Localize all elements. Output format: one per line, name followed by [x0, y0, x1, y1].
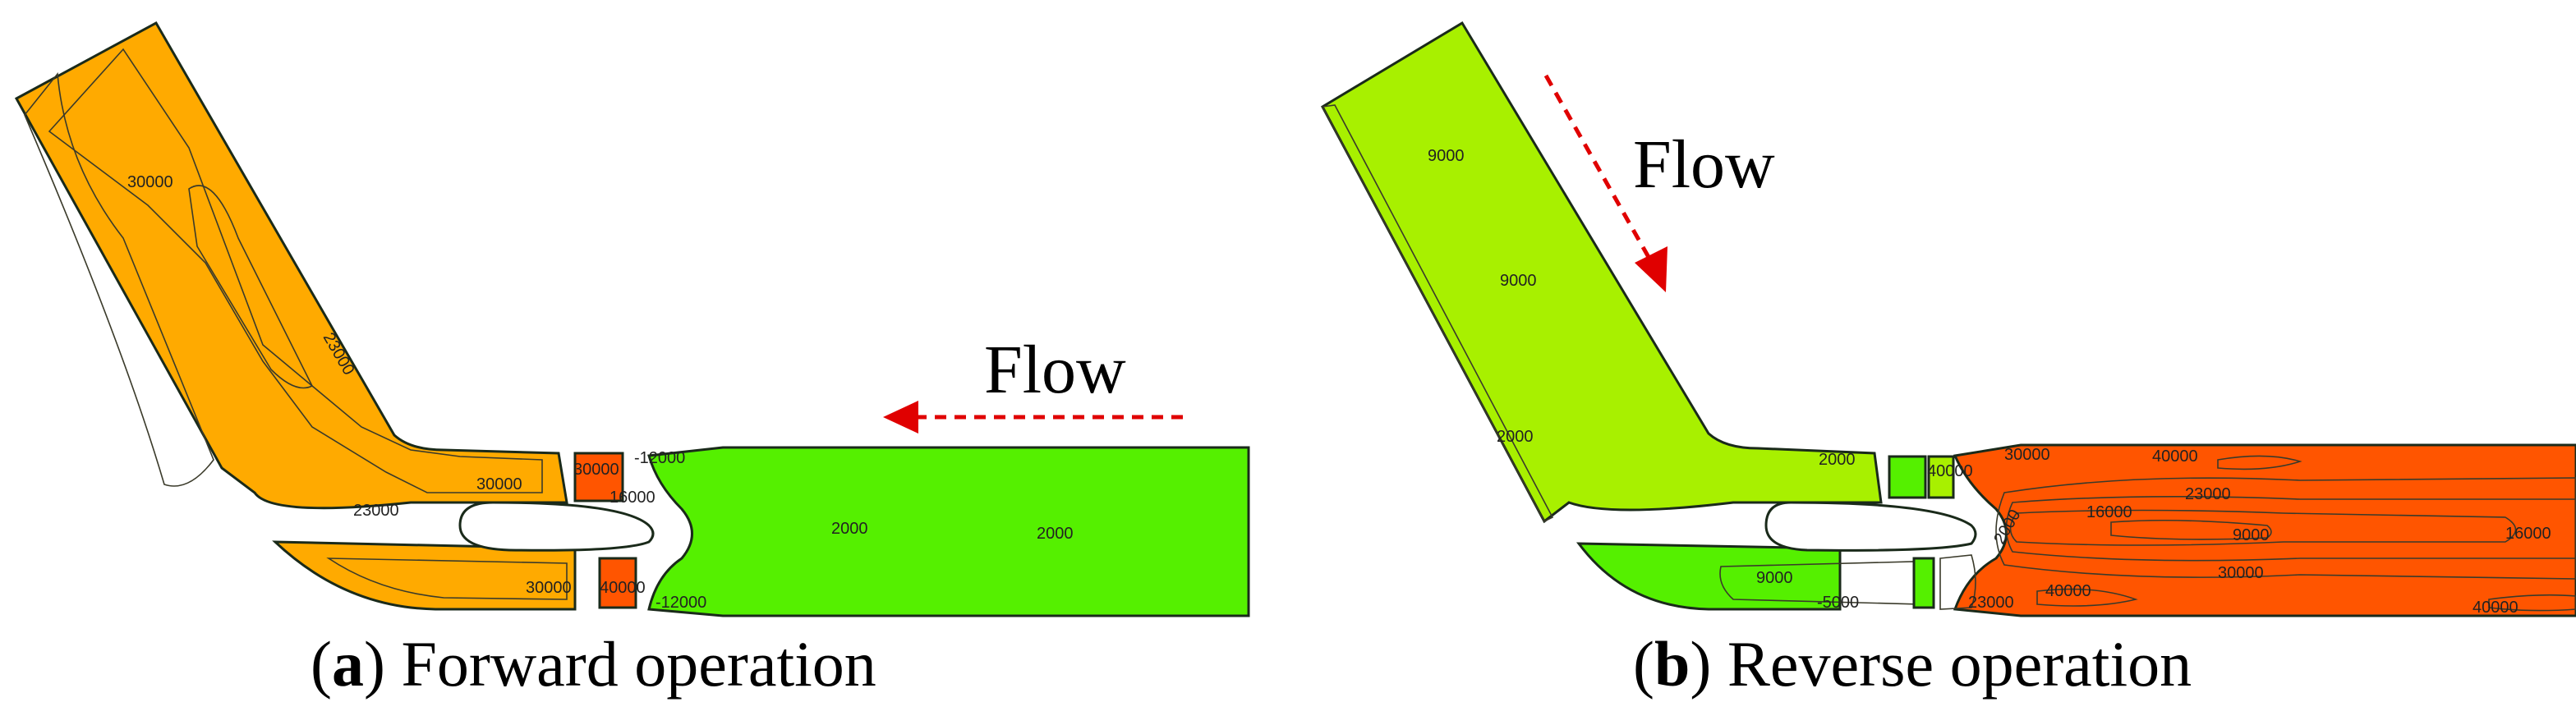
a-contour-label: 30000 [127, 173, 173, 191]
a-flow-label: Flow [984, 332, 1126, 408]
a-contour-label: 30000 [476, 475, 522, 493]
b-hub [1764, 501, 1977, 552]
a-runner-block-bottom [598, 557, 637, 609]
b-runner-block-mid [1927, 455, 1955, 499]
b-contour-label: 16000 [2505, 525, 2551, 543]
b-flow-label: Flow [1633, 126, 1775, 203]
caption-b-text: Reverse operation [1711, 628, 2192, 700]
b-contour-label: 9000 [1428, 147, 1465, 165]
b-contour-label: 30000 [2004, 446, 2050, 464]
b-contour-label: 40000 [1927, 462, 1973, 480]
a-hub [458, 501, 655, 552]
panel-a: Flow 30000 23000 30000 23000 30000 16000… [14, 21, 1250, 617]
a-flow-arrowhead [883, 401, 918, 434]
a-lower-core [326, 558, 568, 600]
a-contour-label: -12000 [656, 594, 706, 612]
b-contour-label: -5000 [1817, 594, 1859, 612]
b-inlet-arm [1321, 21, 1883, 524]
b-band-green [2009, 509, 2517, 546]
a-contour-label: 23000 [353, 502, 399, 520]
b-contour-label: 9000 [2233, 526, 2270, 544]
b-band-orange [1995, 477, 2576, 580]
b-contour-label: 9000 [1756, 569, 1793, 587]
b-band-core [2110, 519, 2272, 540]
a-contour-label: 16000 [610, 489, 656, 507]
b-contour-label: 2000 [1819, 451, 1856, 469]
b-lower-channel [1576, 542, 1842, 611]
b-red-spot-bottom [2036, 588, 2138, 607]
b-flow-arrow [1543, 74, 1652, 260]
b-band-yellow [2005, 496, 2576, 562]
panel-b: Flow 9000 9000 2000 2000 40000 30000 400… [1321, 21, 2576, 617]
caption-a-letter: a [331, 628, 364, 700]
a-inlet-arm [14, 21, 568, 510]
b-contour-label: 40000 [2472, 599, 2518, 617]
caption-b: (b) Reverse operation [1633, 628, 2192, 700]
b-contour-label: 40000 [2152, 447, 2198, 466]
b-contour-label: 30000 [2218, 564, 2264, 582]
b-arm-edge [1321, 104, 1554, 523]
b-draft-tube [1953, 443, 2576, 617]
caption-b-letter: b [1654, 628, 1690, 700]
a-contour-label: 40000 [600, 579, 646, 597]
a-contour-label: 30000 [573, 461, 619, 479]
b-lower-core [1719, 561, 1923, 605]
a-contour-label: 30000 [526, 579, 572, 597]
a-arm-edge-band [24, 71, 214, 487]
a-contour-label: 2000 [1037, 525, 1074, 543]
a-arm-core [48, 48, 543, 493]
b-contour-label: 40000 [2045, 582, 2091, 600]
b-flow-arrowhead [1635, 246, 1668, 292]
b-runner-block-top [1888, 455, 1927, 499]
b-runner-block-bottom [1912, 557, 1935, 609]
b-red-spot-hub [1939, 554, 1976, 610]
b-contour-label: 23000 [1968, 594, 2014, 612]
b-contour-label: 2000 [1497, 428, 1534, 446]
a-contour-label: -12000 [634, 449, 685, 467]
b-contour-label: 16000 [2086, 503, 2132, 521]
caption-a-text: Forward operation [384, 628, 876, 700]
b-contour-label: 9000 [1500, 272, 1537, 290]
a-arm-streak [188, 185, 314, 389]
b-red-spot-right [2488, 594, 2576, 612]
b-contour-label: 23000 [2185, 485, 2231, 503]
a-draft-tube [647, 446, 1250, 617]
caption-a: (a) Forward operation [310, 628, 876, 700]
a-runner-block-top [573, 452, 624, 502]
b-red-spot-top [2217, 455, 2302, 470]
a-contour-label: 2000 [831, 520, 868, 538]
